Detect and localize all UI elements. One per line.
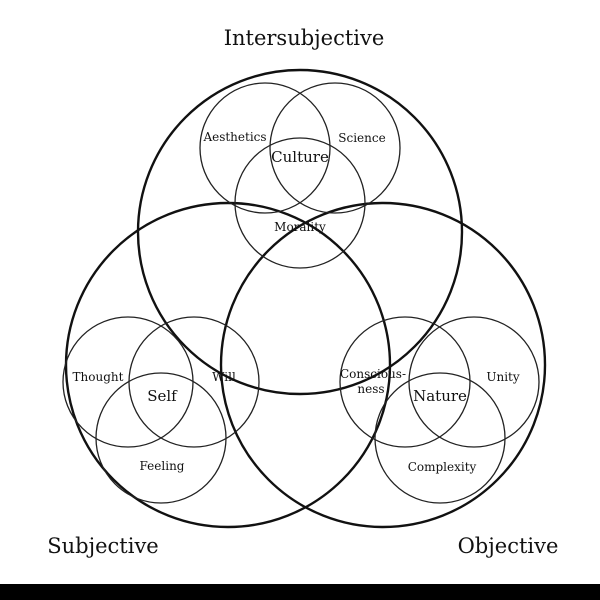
thought-label: Thought xyxy=(73,370,124,384)
objective-circle xyxy=(219,201,547,529)
unity-label: Unity xyxy=(486,370,520,384)
consciousness-label-line2: ness xyxy=(357,382,384,396)
science-label: Science xyxy=(338,131,385,145)
diagram-canvas: Intersubjective Subjective Objective Cul… xyxy=(47,26,559,558)
complexity-label: Complexity xyxy=(408,460,477,474)
thought-circle xyxy=(62,316,194,448)
intersubjective-label: Intersubjective xyxy=(224,26,385,50)
feeling-circle xyxy=(95,372,227,504)
complexity-circle xyxy=(374,372,506,504)
self-label: Self xyxy=(147,387,178,405)
culture-label: Culture xyxy=(271,148,329,166)
aesthetics-circle xyxy=(199,82,331,214)
science-circle xyxy=(269,82,401,214)
consciousness-label-line1: Conscious- xyxy=(340,367,406,381)
bottom-bar xyxy=(0,584,600,600)
aesthetics-label: Aesthetics xyxy=(202,130,266,144)
morality-circle xyxy=(234,137,366,269)
intersubjective-circle xyxy=(136,68,464,396)
will-label: Will xyxy=(212,370,236,384)
subjective-circle xyxy=(64,201,392,529)
feeling-label: Feeling xyxy=(140,459,185,473)
will-circle xyxy=(128,316,260,448)
morality-label: Morality xyxy=(274,220,326,234)
unity-circle xyxy=(408,316,540,448)
subjective-label: Subjective xyxy=(47,534,159,558)
consciousness-circle xyxy=(339,316,471,448)
nature-label: Nature xyxy=(413,387,467,405)
objective-label: Objective xyxy=(458,534,559,558)
